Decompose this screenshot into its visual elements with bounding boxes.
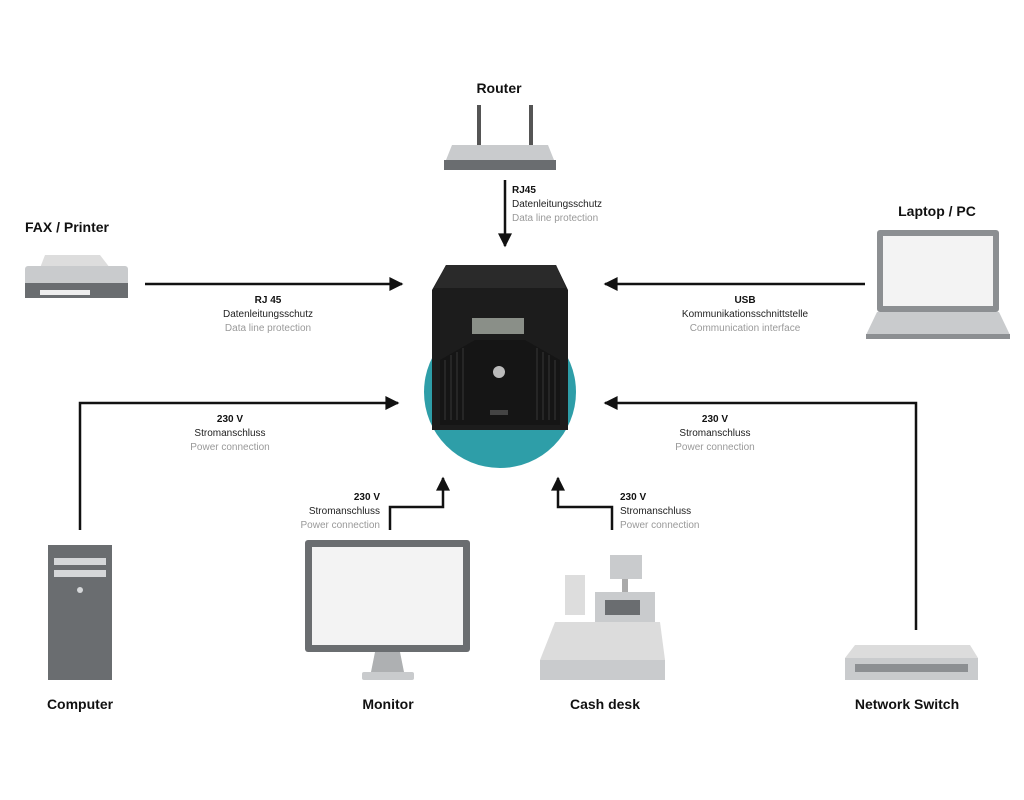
cash-desk: Cash desk: [540, 555, 665, 712]
arrow-network-switch: [603, 396, 918, 630]
network-switch-icon: [845, 645, 978, 680]
printer-icon: [25, 255, 128, 298]
monitor-label: Monitor: [362, 696, 414, 712]
router-icon: [444, 105, 556, 170]
printer-conn-en: Data line protection: [225, 323, 311, 334]
ups-icon: [432, 265, 568, 430]
router: Router RJ45 Datenleitungsschutz Data lin…: [444, 80, 602, 224]
laptop-conn-en: Communication interface: [690, 323, 801, 334]
printer-conn-title: RJ 45: [255, 295, 282, 306]
laptop-conn-title: USB: [734, 295, 755, 306]
network-switch: Network Switch: [845, 645, 978, 712]
switch-label: Network Switch: [855, 696, 959, 712]
fax-printer: FAX / Printer RJ 45 Datenleitungsschutz …: [25, 219, 313, 334]
monitor-conn-title: 230 V: [354, 492, 380, 503]
printer-label: FAX / Printer: [25, 219, 110, 235]
computer-conn-title: 230 V: [217, 414, 243, 425]
cashdesk-conn-de: Stromanschluss: [620, 506, 691, 517]
cashdesk-label: Cash desk: [570, 696, 640, 712]
monitor-icon: [305, 540, 470, 680]
laptop-conn-de: Kommunikationsschnittstelle: [682, 309, 809, 320]
computer: Computer: [47, 545, 114, 712]
monitor: Monitor: [305, 540, 470, 712]
computer-conn-en: Power connection: [190, 442, 270, 453]
tower-pc-icon: [48, 545, 112, 680]
cash-register-icon: [540, 555, 665, 680]
monitor-conn-de: Stromanschluss: [309, 506, 380, 517]
laptop-label: Laptop / PC: [898, 203, 976, 219]
laptop-icon: [866, 230, 1010, 339]
switch-conn-de: Stromanschluss: [679, 428, 750, 439]
router-conn-de: Datenleitungsschutz: [512, 199, 602, 210]
computer-label: Computer: [47, 696, 114, 712]
router-label: Router: [476, 80, 522, 96]
cashdesk-conn-en: Power connection: [620, 520, 700, 531]
arrow-computer: [78, 396, 400, 530]
switch-conn-en: Power connection: [675, 442, 755, 453]
router-conn-en: Data line protection: [512, 213, 598, 224]
monitor-conn-en: Power connection: [301, 520, 381, 531]
connection-arrows: [78, 180, 918, 630]
printer-conn-de: Datenleitungsschutz: [223, 309, 313, 320]
arrow-monitor: [388, 476, 450, 530]
laptop-pc: Laptop / PC USB Kommunikationsschnittste…: [682, 203, 1010, 339]
ups-unit: [424, 265, 576, 468]
router-conn-title: RJ45: [512, 185, 536, 196]
computer-conn-de: Stromanschluss: [194, 428, 265, 439]
switch-conn-title: 230 V: [702, 414, 728, 425]
cashdesk-conn-title: 230 V: [620, 492, 646, 503]
arrow-cash-desk: [551, 476, 614, 530]
